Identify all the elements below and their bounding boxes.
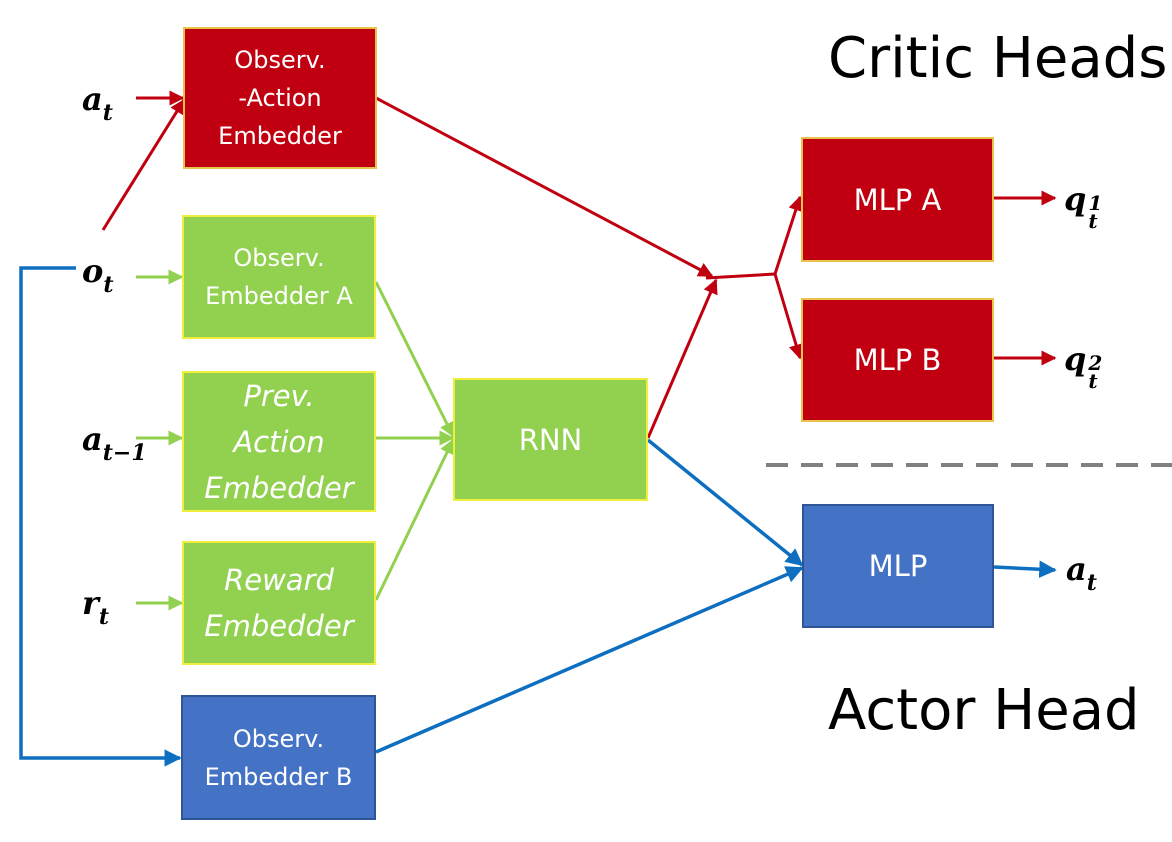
reward-embedder: Reward Embedder — [182, 541, 376, 665]
mlp-a-block: MLP A — [801, 137, 994, 262]
arrow-obs-action-to-merge — [375, 96, 714, 278]
input-a-t: at — [82, 80, 113, 126]
arrow-reward-to-rnn — [374, 438, 455, 601]
merge-line — [705, 272, 776, 280]
output-a-t: at — [1066, 550, 1097, 596]
arrow-ot-to-obs-action-embedder — [101, 98, 186, 231]
input-r-t: rt — [82, 584, 110, 630]
critic-heads-heading: Critic Heads — [828, 26, 1168, 91]
mlp-b-block: MLP B — [801, 298, 994, 422]
input-a-t-minus-1: at−1 — [82, 420, 147, 466]
mlp-actor-block: MLP — [802, 504, 994, 628]
arrow-rnn-to-merge — [646, 278, 718, 439]
observ-embedder-b: Observ. Embedder B — [181, 695, 376, 820]
arrow-merge-to-mlp-b — [773, 273, 804, 360]
observ-embedder-a: Observ. Embedder A — [182, 215, 376, 339]
actor-head-heading: Actor Head — [828, 678, 1140, 743]
observ-action-embedder: Observ. -Action Embedder — [183, 27, 377, 169]
prev-action-embedder: Prev. Action Embedder — [182, 371, 376, 512]
arrow-rnn-to-mlp — [646, 438, 804, 567]
input-o-t: ot — [82, 252, 114, 298]
arrow-obs-a-to-rnn — [374, 281, 455, 438]
arrow-ot-to-obs-embedder-b — [19, 266, 182, 767]
rnn-block: RNN — [453, 378, 648, 501]
arrow-merge-to-mlp-a — [773, 195, 803, 275]
arrow-obs-b-to-mlp — [375, 566, 804, 754]
arrow-mlp-to-at — [993, 560, 1057, 578]
